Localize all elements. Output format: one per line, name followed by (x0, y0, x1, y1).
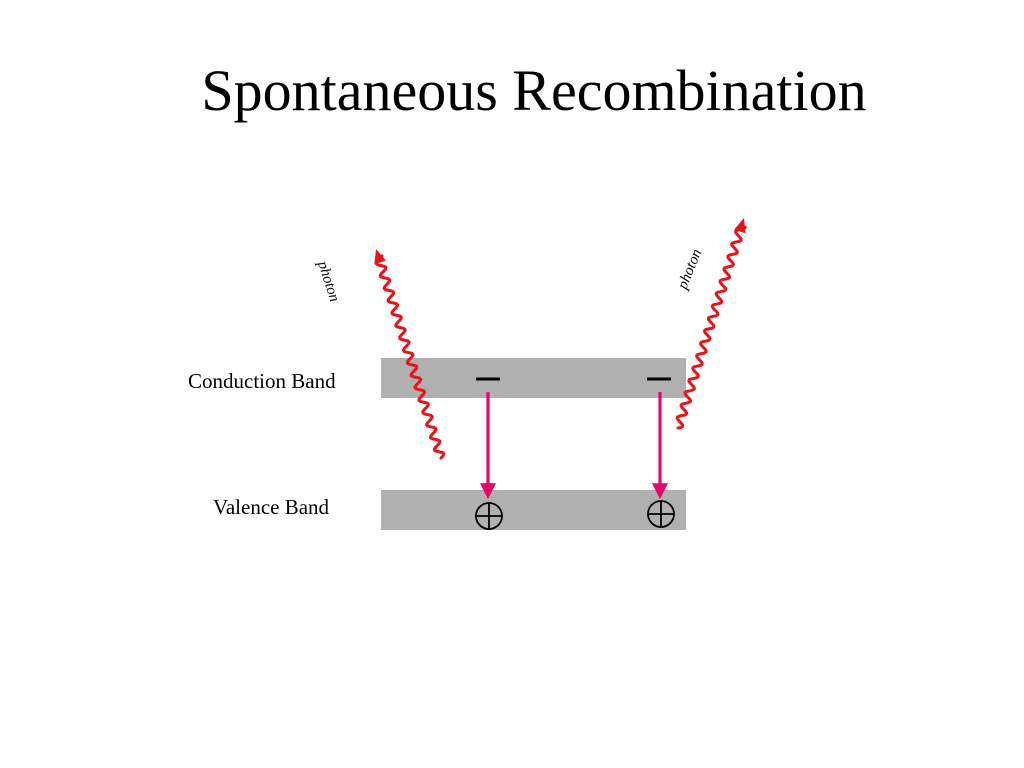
page-title: Spontaneous Recombination (201, 58, 867, 123)
conduction-band-label: Conduction Band (188, 369, 336, 393)
photon-label-left: photon (314, 258, 342, 304)
photon-wave-left (374, 249, 446, 460)
valence-band-label: Valence Band (213, 495, 330, 519)
photon-wave-right (675, 218, 747, 430)
conduction-band (381, 358, 686, 398)
hole-circled-plus-icon (647, 500, 675, 528)
hole-circled-plus-icon (475, 502, 503, 530)
photon-label-right: photon (674, 247, 705, 293)
valence-band (381, 490, 686, 530)
